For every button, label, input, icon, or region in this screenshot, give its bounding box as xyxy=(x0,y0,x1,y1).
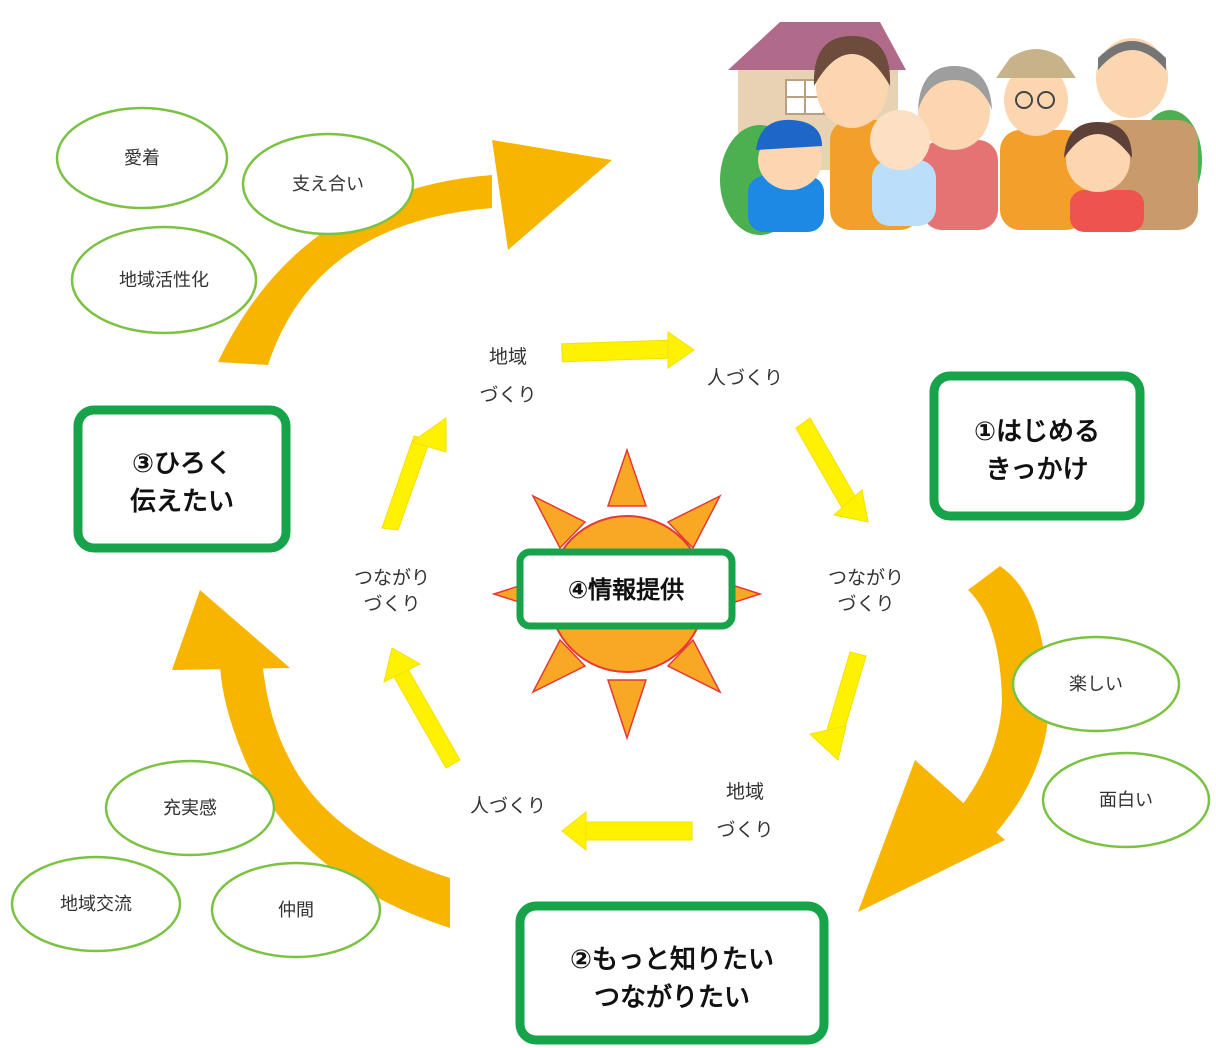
inner-label-top-left-1: 地域 xyxy=(489,346,527,368)
oval-juujitsukan: 充実感 xyxy=(104,759,276,857)
grandmother-figure xyxy=(918,66,998,230)
stage-3-line-1: ③ひろく xyxy=(132,449,232,479)
oval-nakama-text: 仲間 xyxy=(278,900,314,921)
inner-label-bottom-right-1: 地域 xyxy=(726,781,764,803)
center-box: ④情報提供 xyxy=(516,548,736,630)
family-illustration xyxy=(720,22,1202,235)
outer-arrow-top xyxy=(218,140,612,365)
inner-label-bottom-right-2: づくり xyxy=(716,819,773,841)
oval-chiiki-kouryuu: 地域交流 xyxy=(10,855,182,953)
stage-3-line-2: 伝えたい xyxy=(130,487,234,517)
oval-omoshiroi: 面白い xyxy=(1041,751,1211,849)
girl-figure xyxy=(1064,122,1144,232)
oval-sasaeai-text: 支え合い xyxy=(292,174,364,195)
oval-chiiki-kasseika: 地域活性化 xyxy=(70,225,258,335)
inner-label-top-left-2: づくり xyxy=(479,384,536,406)
oval-omoshiroi-text: 面白い xyxy=(1099,790,1153,811)
oval-chiiki-kasseika-text: 地域活性化 xyxy=(119,270,209,291)
inner-label-right-1: つながり xyxy=(828,567,904,589)
stage-2-line-2: つながりたい xyxy=(594,982,750,1013)
stage-3-box: ③ひろく 伝えたい xyxy=(73,405,291,553)
oval-chiiki-kouryuu-text: 地域交流 xyxy=(60,894,132,915)
center-label: ④情報提供 xyxy=(568,576,684,604)
outer-arrow-left xyxy=(172,590,450,928)
oval-aichaku-text: 愛着 xyxy=(124,148,160,169)
oval-tanoshii-text: 楽しい xyxy=(1069,674,1123,695)
inner-label-right-2: づくり xyxy=(837,593,894,615)
stage-2-line-1: ②もっと知りたい xyxy=(570,945,774,975)
inner-label-top-right: 人づくり xyxy=(707,367,783,389)
inner-label-bottom-left: 人づくり xyxy=(470,795,546,817)
inner-label-left-1: つながり xyxy=(354,567,430,589)
oval-aichaku: 愛着 xyxy=(55,106,229,210)
baby-figure xyxy=(870,110,936,226)
inner-arrows xyxy=(381,331,869,852)
inner-label-left-2: づくり xyxy=(363,593,420,615)
outer-arrow-right xyxy=(858,566,1049,912)
stage-1-box: ①はじめる きっかけ xyxy=(929,371,1145,521)
stage-1-line-1: ①はじめる xyxy=(974,417,1100,447)
oval-juujitsukan-text: 充実感 xyxy=(163,798,217,819)
oval-tanoshii: 楽しい xyxy=(1011,635,1181,733)
oval-nakama: 仲間 xyxy=(210,861,382,959)
stage-1-line-2: きっかけ xyxy=(986,455,1089,485)
boy-figure xyxy=(748,119,824,232)
oval-sasaeai: 支え合い xyxy=(241,132,415,236)
stage-2-box: ②もっと知りたい つながりたい xyxy=(515,901,829,1045)
